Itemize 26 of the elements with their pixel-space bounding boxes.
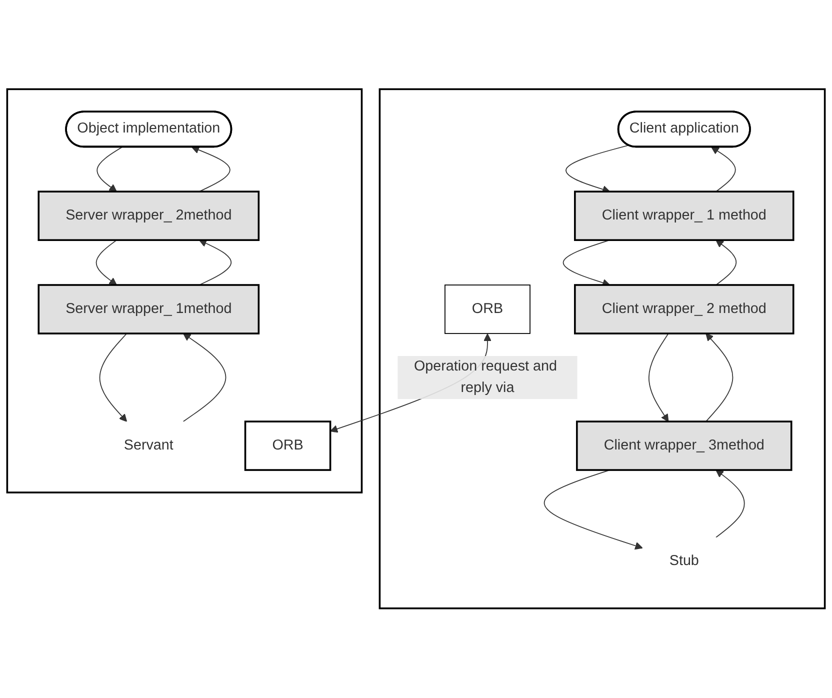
arrow [711,147,736,192]
arrow [96,146,122,192]
edge-label: Operation request and reply via [414,358,557,396]
arrow [99,333,128,422]
arrow [544,470,643,550]
arrow [648,333,669,422]
node-box: ORB [444,284,530,334]
arrow [566,145,629,194]
cluster [378,88,826,610]
node-box: Client wrapper_ 1 method [574,190,794,242]
arrow [96,240,118,286]
arrow [198,240,232,286]
node-box: Client wrapper_ 2 method [574,284,794,335]
node-text: Servant [124,438,174,454]
node-box: Server wrapper_ 1method [38,284,260,335]
arrow [716,470,745,538]
node-box: Client wrapper_ 3method [576,420,792,472]
arrow [182,333,226,422]
arrow [562,240,610,287]
node-text: Stub [669,554,699,570]
arrow [716,240,737,286]
cluster [6,88,363,494]
node-box: ORB [244,420,332,472]
arrow [192,146,230,192]
node-box: Server wrapper_ 2method [38,190,260,242]
arrow [706,333,734,422]
